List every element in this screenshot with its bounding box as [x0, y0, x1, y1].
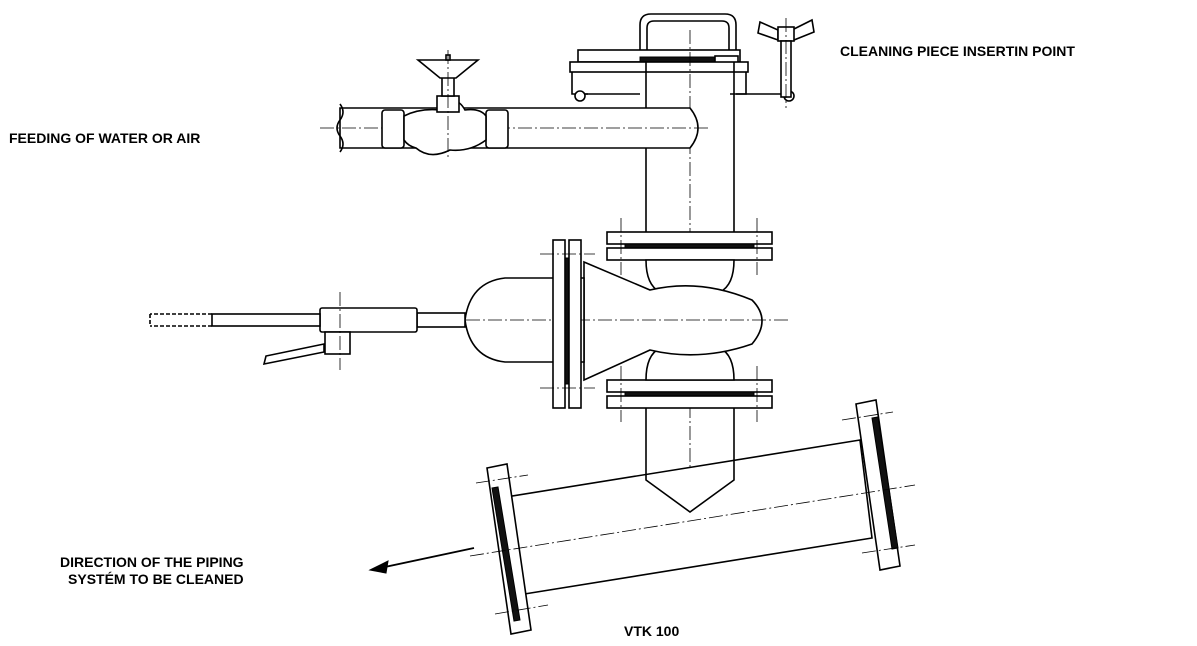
bracket-bolt-left	[574, 90, 586, 102]
handle	[639, 13, 737, 50]
label-feeding: FEEDING OF WATER OR AIR	[9, 130, 201, 146]
label-direction-line1: DIRECTION OF THE PIPING	[60, 554, 244, 570]
direction-arrow	[368, 547, 475, 574]
label-direction-line2: SYSTÉM TO BE CLEANED	[68, 571, 244, 587]
cover-bracket	[569, 61, 749, 73]
arrow-head-icon	[368, 560, 389, 574]
insertion-cover	[569, 13, 815, 108]
actuator-rod	[149, 292, 466, 370]
label-insertion-point: CLEANING PIECE INSERTIN POINT	[840, 43, 1075, 59]
tee-pipe	[469, 399, 916, 635]
union-left	[381, 109, 405, 149]
upper-flange	[606, 218, 773, 275]
label-direction: DIRECTION OF THE PIPING SYSTÉM TO BE CLE…	[60, 554, 244, 588]
lower-flange	[606, 366, 773, 422]
feed-line	[320, 50, 710, 160]
side-flange	[540, 239, 595, 409]
rod-handle	[262, 343, 325, 366]
label-model: VTK 100	[624, 623, 680, 639]
union-right	[485, 109, 509, 149]
wing-nut	[757, 20, 779, 42]
